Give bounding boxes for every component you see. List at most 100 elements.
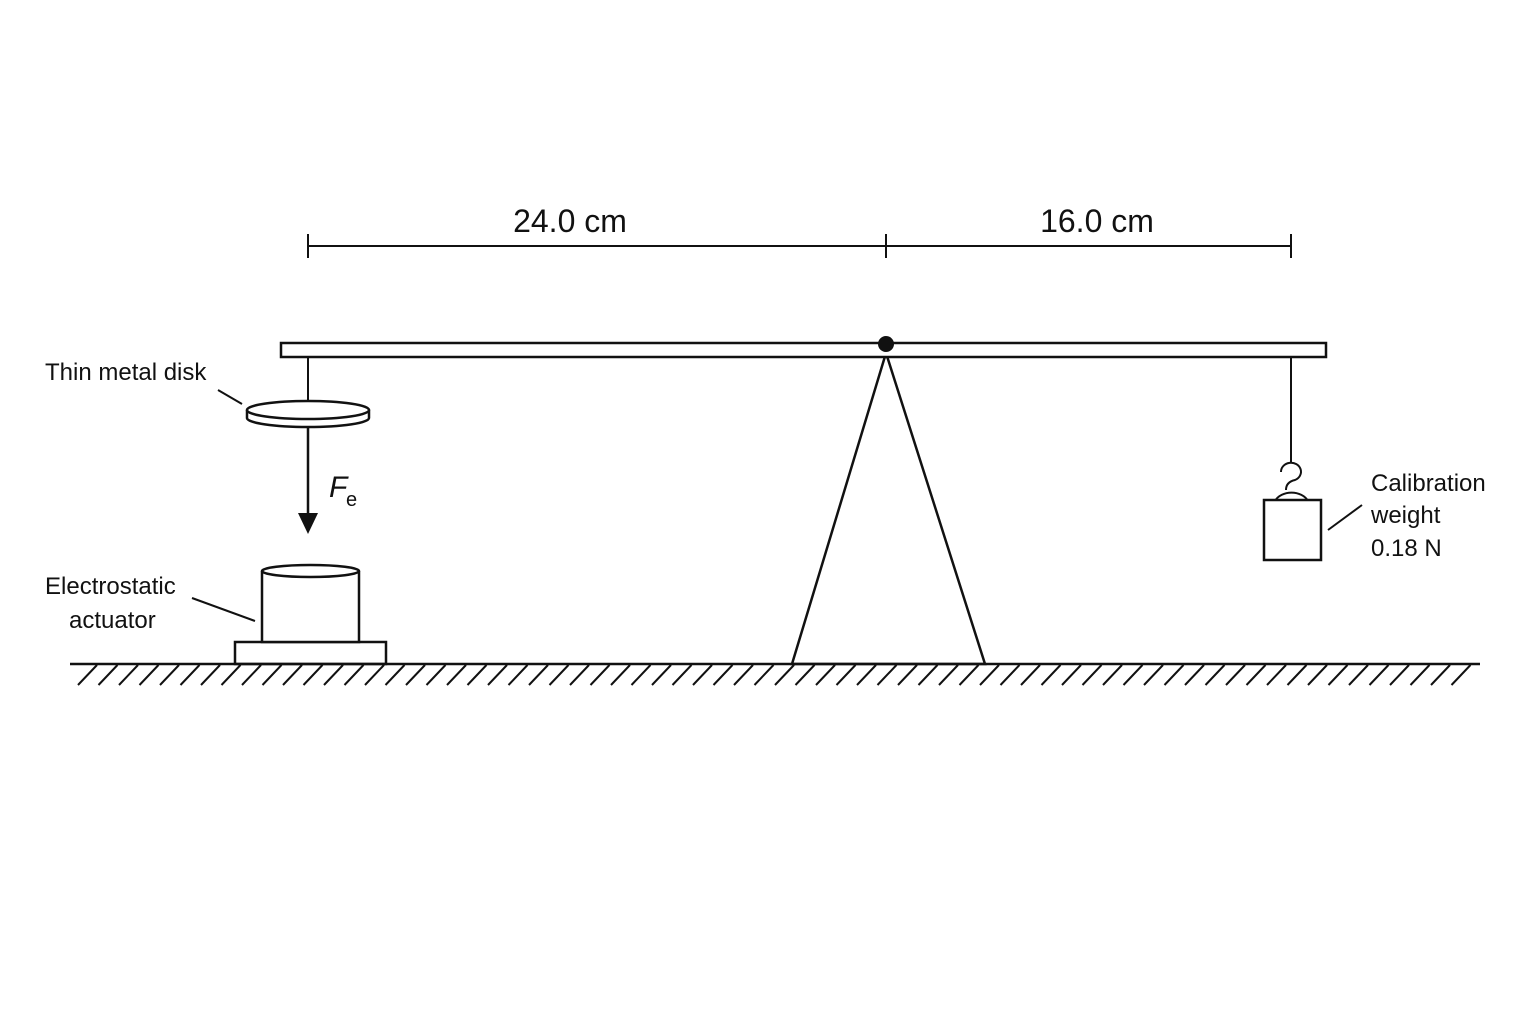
pivot-point (878, 336, 894, 352)
ground-hatching (77, 664, 1472, 686)
hatch-line (138, 664, 160, 686)
fulcrum (790, 348, 987, 666)
hatch-line (1266, 664, 1287, 686)
hatch-line (200, 664, 221, 686)
hatch-line (1040, 664, 1062, 686)
disk-label: Thin metal disk (45, 359, 207, 386)
hatch-line (364, 664, 385, 686)
hatch-line (753, 664, 775, 686)
hatch-line (712, 664, 734, 686)
hatch-line (179, 664, 201, 686)
hatch-line (938, 664, 959, 686)
hatch-line (815, 664, 836, 686)
hatch-line (1020, 664, 1041, 686)
hatch-line (651, 664, 672, 686)
hatch-line (1081, 664, 1103, 686)
hatch-line (220, 664, 242, 686)
hatch-line (282, 664, 303, 686)
hatch-line (917, 664, 939, 686)
hatch-line (979, 664, 1000, 686)
hatch-line (1184, 664, 1205, 686)
hatch-line (323, 664, 344, 686)
weight-label-line2: weight (1370, 502, 1441, 529)
hatch-line (733, 664, 754, 686)
actuator-base (233, 640, 388, 666)
hatch-line (610, 664, 631, 686)
hatch-line (958, 664, 980, 686)
hatch-line (876, 664, 898, 686)
hatch-line (302, 664, 324, 686)
hatch-line (425, 664, 447, 686)
actuator-top (260, 563, 361, 579)
hatch-line (835, 664, 857, 686)
weight-hook (1279, 461, 1302, 491)
hatch-line (1368, 664, 1390, 686)
hatch-line (1307, 664, 1328, 686)
calibration-weight-assembly: Calibration weight 0.18 N (1262, 357, 1486, 562)
weight-value-label: 0.18 N (1371, 535, 1442, 562)
hatch-line (384, 664, 406, 686)
hatch-line (1286, 664, 1308, 686)
hatch-line (466, 664, 488, 686)
hatch-line (548, 664, 570, 686)
hatch-line (1225, 664, 1246, 686)
hatch-line (77, 664, 98, 686)
hatch-line (528, 664, 549, 686)
lever-beam (279, 341, 1328, 359)
hatch-line (999, 664, 1021, 686)
weight-leader-line (1327, 504, 1363, 531)
hatch-line (159, 664, 180, 686)
actuator-cylinder (260, 571, 361, 644)
hatch-line (487, 664, 508, 686)
hatch-line (343, 664, 365, 686)
hatch-line (589, 664, 611, 686)
hatch-line (97, 664, 119, 686)
hatch-line (774, 664, 795, 686)
hatch-line (1245, 664, 1267, 686)
hatch-line (241, 664, 262, 686)
weight-label-line1: Calibration (1371, 470, 1486, 497)
hatch-line (671, 664, 693, 686)
hatch-line (261, 664, 283, 686)
dimension-lines: 24.0 cm 16.0 cm (307, 203, 1292, 258)
hatch-line (1204, 664, 1226, 686)
hatch-line (1409, 664, 1431, 686)
hatch-line (1163, 664, 1185, 686)
ground (70, 662, 1480, 686)
weight-loop (1274, 491, 1309, 502)
thin-metal-disk (245, 399, 371, 421)
hatch-line (118, 664, 139, 686)
force-symbol: F (329, 471, 349, 504)
hatch-line (1450, 664, 1472, 686)
hatch-line (794, 664, 816, 686)
hatch-line (569, 664, 590, 686)
hatch-line (1122, 664, 1144, 686)
hatch-line (630, 664, 652, 686)
hatch-line (1348, 664, 1369, 686)
actuator-label-line2: actuator (69, 607, 156, 634)
hatch-line (1143, 664, 1164, 686)
hatch-line (1061, 664, 1082, 686)
hatch-line (1102, 664, 1123, 686)
hatch-line (1327, 664, 1349, 686)
force-arrowhead (298, 513, 318, 534)
hatch-line (1389, 664, 1410, 686)
force-subscript: e (346, 489, 357, 511)
hatch-line (446, 664, 467, 686)
right-length-label: 16.0 cm (1040, 203, 1154, 239)
actuator-label-line1: Electrostatic (45, 573, 176, 600)
hatch-line (856, 664, 877, 686)
hatch-line (507, 664, 529, 686)
hatch-line (405, 664, 426, 686)
hatch-line (897, 664, 918, 686)
calibration-weight (1262, 498, 1323, 562)
left-length-label: 24.0 cm (513, 203, 627, 239)
electrostatic-actuator: Electrostatic actuator (45, 563, 388, 666)
metal-disk-assembly: Thin metal disk (45, 357, 371, 429)
hatch-line (692, 664, 713, 686)
hatch-line (1430, 664, 1451, 686)
actuator-leader-line (191, 597, 256, 622)
disk-leader-line (217, 389, 243, 405)
electrostatic-force: F e (298, 427, 357, 534)
